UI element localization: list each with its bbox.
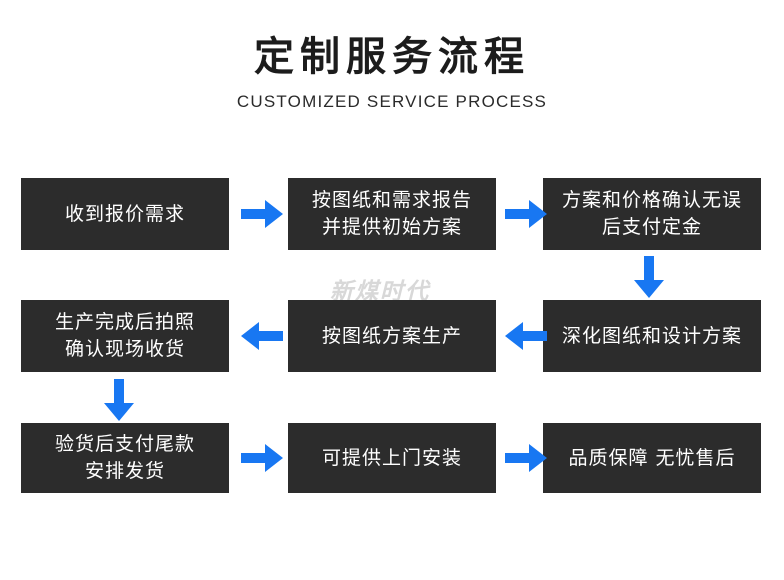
flow-step-2[interactable]: 按图纸和需求报告 并提供初始方案: [288, 178, 496, 250]
flow-step-6[interactable]: 生产完成后拍照 确认现场收货: [21, 300, 229, 372]
flow-step-5-label: 按图纸方案生产: [321, 324, 462, 347]
flow-step-7[interactable]: 验货后支付尾款 安排发货: [21, 423, 229, 493]
page-subtitle: CUSTOMIZED SERVICE PROCESS: [236, 92, 548, 111]
arrow-right-icon: [505, 200, 547, 228]
arrow-down-icon: [634, 256, 664, 298]
arrow-left-icon: [241, 322, 283, 350]
arrow-down-icon: [104, 379, 134, 421]
flow-step-1-label: 收到报价需求: [64, 202, 185, 225]
page-title: 定制服务流程: [254, 34, 530, 80]
arrow-right-icon: [241, 200, 283, 228]
arrow-left-icon: [505, 322, 547, 350]
page-header: 定制服务流程 CUSTOMIZED SERVICE PROCESS: [0, 34, 784, 112]
flow-step-3-label: 方案和价格确认无误 后支付定金: [561, 189, 742, 238]
flow-step-8[interactable]: 可提供上门安装: [288, 423, 496, 493]
flow-step-1[interactable]: 收到报价需求: [21, 178, 229, 250]
flow-step-6-label: 生产完成后拍照 确认现场收货: [54, 311, 195, 360]
arrow-right-icon: [505, 444, 547, 472]
flow-step-7-label: 验货后支付尾款 安排发货: [54, 433, 195, 482]
flow-step-4-label: 深化图纸和设计方案: [561, 324, 742, 347]
flow-step-9-label: 品质保障 无忧售后: [568, 446, 736, 469]
flow-step-2-label: 按图纸和需求报告 并提供初始方案: [311, 189, 472, 238]
flow-step-4[interactable]: 深化图纸和设计方案: [543, 300, 761, 372]
flow-step-5[interactable]: 按图纸方案生产: [288, 300, 496, 372]
flow-step-9[interactable]: 品质保障 无忧售后: [543, 423, 761, 493]
flow-step-3[interactable]: 方案和价格确认无误 后支付定金: [543, 178, 761, 250]
flow-step-8-label: 可提供上门安装: [321, 446, 462, 469]
arrow-right-icon: [241, 444, 283, 472]
